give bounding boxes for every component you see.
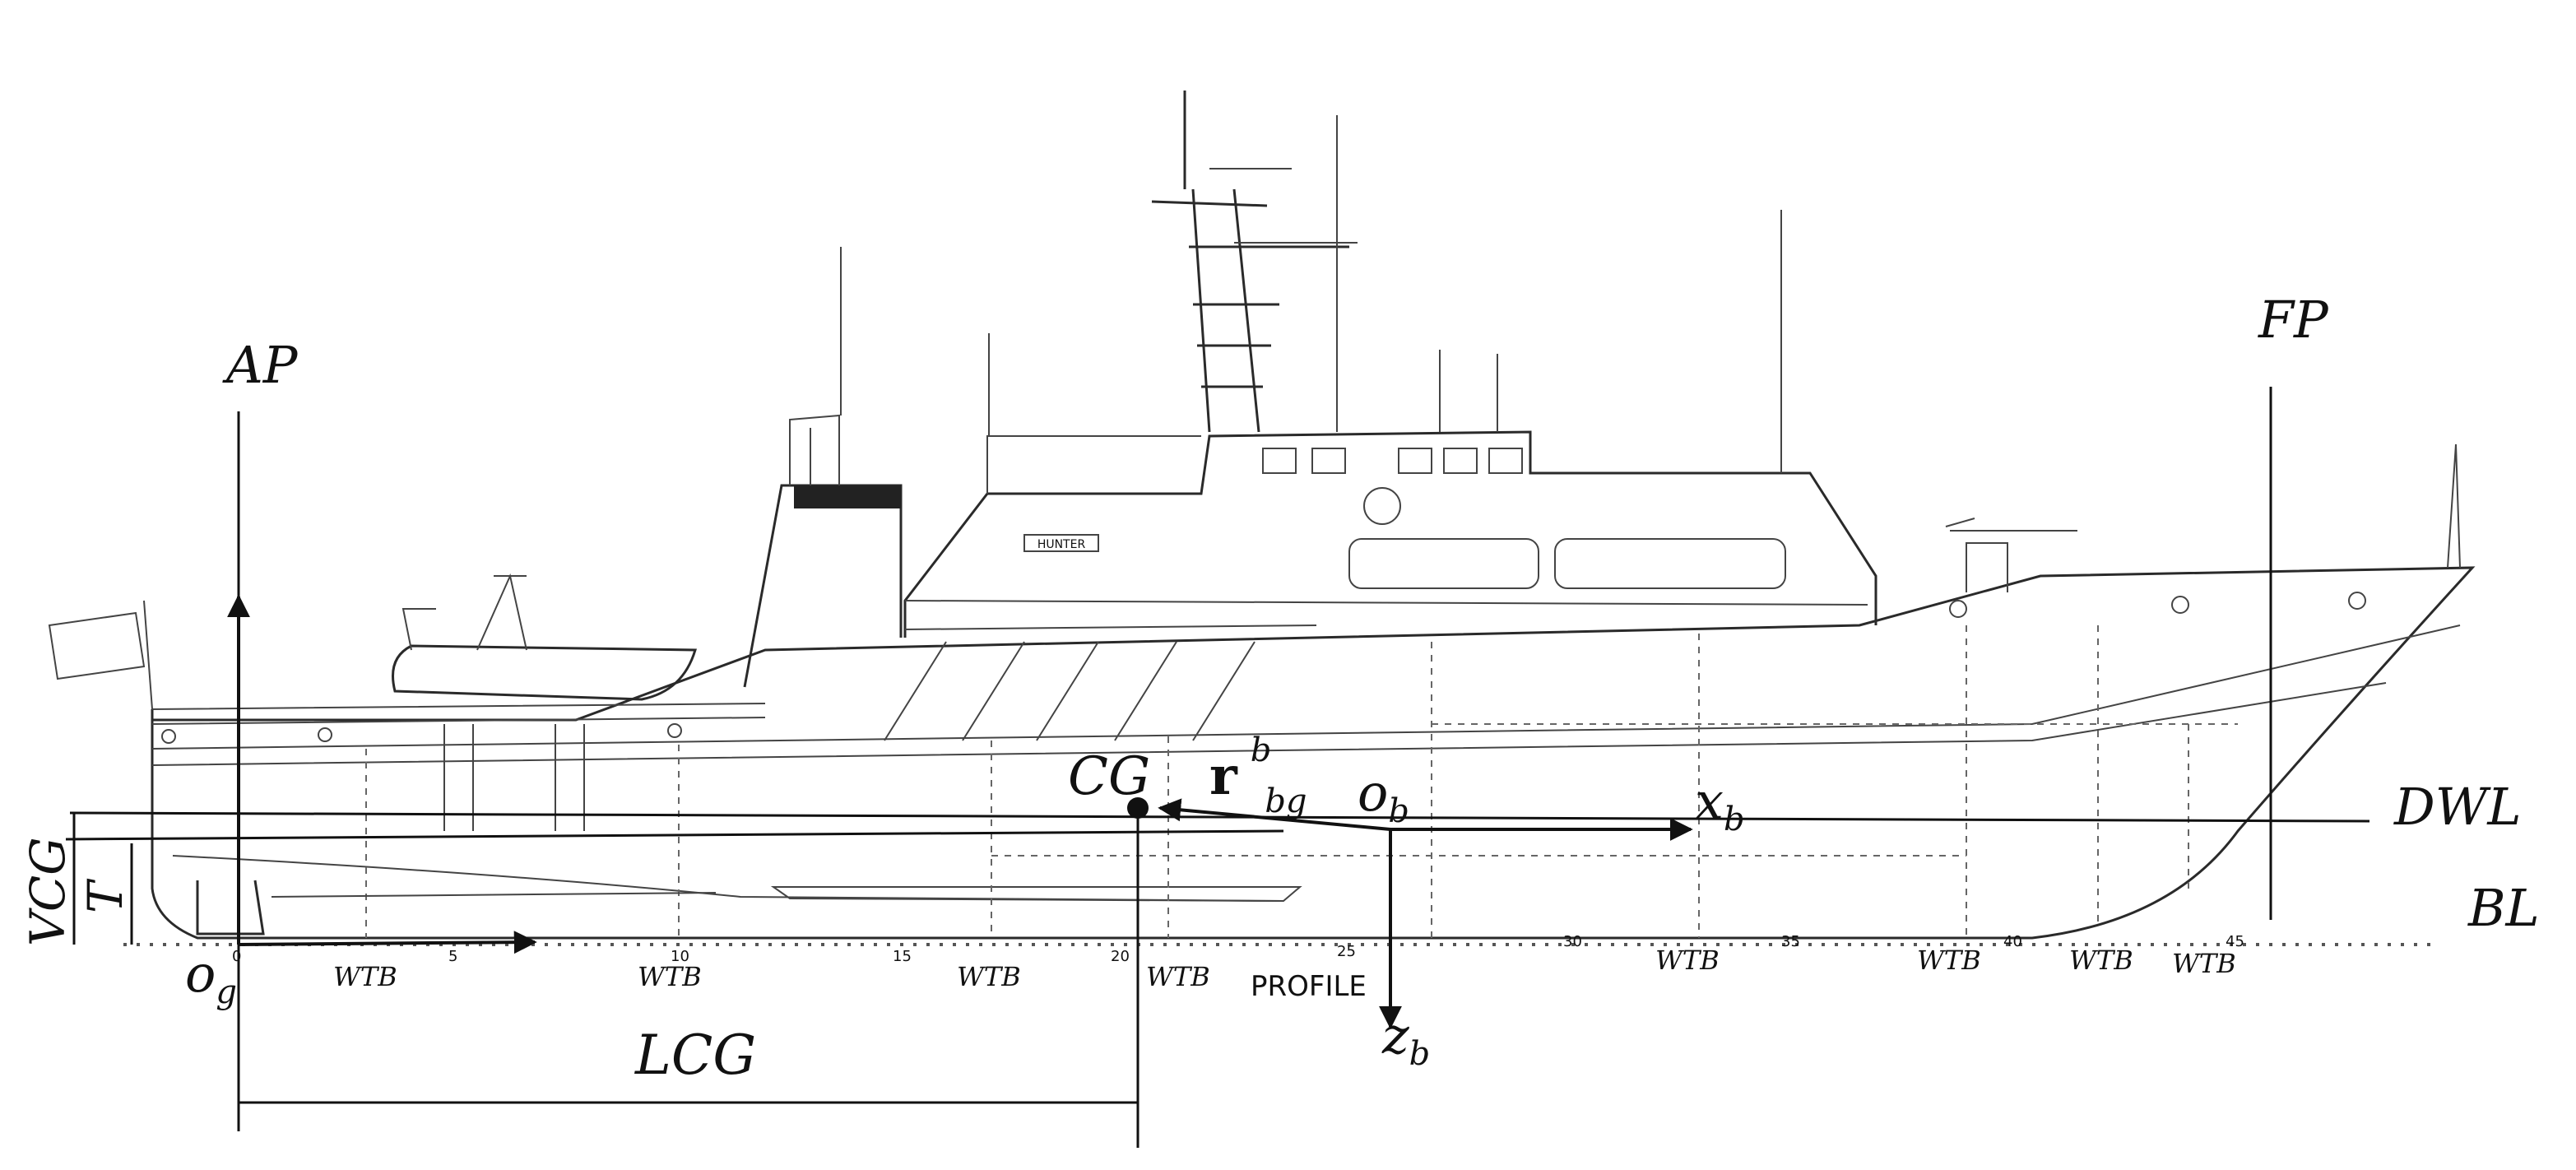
rib-boat [392, 644, 698, 701]
name-plate-text: HUNTER [1037, 538, 1086, 551]
davit-legs [443, 724, 585, 831]
wtb-label-2: WTB [638, 961, 702, 992]
og-label: og [185, 944, 237, 1011]
jack-staff [2447, 443, 2461, 569]
rib-davit [401, 573, 527, 651]
exhaust-pipes [789, 414, 840, 485]
frame-number-5: 5 [448, 948, 457, 965]
dwl-label: DWL [2393, 777, 2522, 837]
funnel [743, 484, 903, 688]
frame-number-40: 40 [2003, 933, 2022, 950]
zb-label: zb [1381, 1005, 1430, 1073]
t-label: T [77, 878, 133, 913]
main-mast [1151, 91, 1349, 433]
bridge-house [986, 435, 1201, 494]
axes [227, 594, 1693, 1029]
bridge-window-2 [1311, 448, 1346, 474]
porthole-6 [667, 723, 682, 738]
propeller-shaft [271, 892, 717, 898]
frame-number-20: 20 [1111, 948, 1130, 965]
porthole-3 [2348, 592, 2366, 610]
og-horizontal-axis [238, 931, 537, 954]
frame-number-35: 35 [1781, 933, 1800, 950]
ap-label: AP [222, 335, 299, 395]
radar-arm [1209, 168, 1358, 244]
design-waterline [69, 811, 2370, 823]
spray-rail [770, 886, 1302, 903]
frame-number-10: 10 [671, 948, 689, 965]
r-bg-vector [1158, 798, 1391, 831]
fp-label: FP [2258, 290, 2329, 350]
deck-gun [1945, 518, 2077, 592]
ensign-flag [48, 611, 146, 680]
chine-line [172, 855, 1284, 902]
lcg-label: LCG [634, 1024, 756, 1087]
porthole-4 [161, 729, 176, 744]
frame-number-30: 30 [1563, 933, 1582, 950]
aft-railing [151, 703, 766, 725]
wtb-label-5: WTB [1655, 945, 1720, 976]
r-bg-label: r b bg [1209, 714, 1307, 820]
frame-number-45: 45 [2226, 933, 2244, 950]
rudder [196, 880, 265, 936]
wtb-label-8: WTB [2172, 948, 2236, 979]
hull-outline [151, 566, 2476, 940]
vcg-label: VCG [20, 837, 76, 946]
ship-drawing: HUNTER [48, 91, 2476, 940]
ob-label: ob [1358, 763, 1409, 830]
bridge-window-4 [1443, 448, 1478, 474]
wtb-label-1: WTB [333, 961, 397, 992]
frame-number-0: 0 [232, 948, 241, 965]
superstructure [903, 430, 1877, 638]
wtb-label-6: WTB [1917, 945, 1981, 976]
flag-staff [143, 600, 153, 710]
cg-label: CG [1068, 746, 1150, 807]
frame-number-15: 15 [893, 948, 912, 965]
porthole-2 [2171, 596, 2189, 614]
wtb-label-3: WTB [957, 961, 1021, 992]
bridge-window-1 [1262, 448, 1297, 474]
side-hatch [884, 641, 1256, 741]
profile-label: PROFILE [1251, 970, 1367, 1003]
deck-line [151, 624, 2461, 750]
keel-line [65, 829, 1284, 841]
name-plate [1023, 534, 1099, 552]
window-1 [1348, 538, 1539, 589]
porthole-5 [318, 727, 332, 742]
wtb-label-4: WTB [1146, 961, 1210, 992]
bl-label: BL [2467, 878, 2540, 938]
porthole-1 [1949, 600, 1967, 618]
ship-emblem [1363, 487, 1401, 525]
wtb-label-7: WTB [2069, 945, 2133, 976]
bridge-window-3 [1398, 448, 1432, 474]
xb-label: xb [1695, 771, 1745, 838]
house-lower [904, 600, 1868, 606]
funnel-cap [794, 485, 901, 508]
mid-railing [904, 624, 1317, 630]
labels: AP FP CG r b bg ob xb zb og DWL BL VCG T… [20, 290, 2540, 1087]
cg-point [1127, 797, 1149, 819]
frame-number-25: 25 [1337, 943, 1356, 960]
deck-line-2 [151, 682, 2387, 766]
window-2 [1554, 538, 1786, 589]
bridge-window-5 [1488, 448, 1523, 474]
